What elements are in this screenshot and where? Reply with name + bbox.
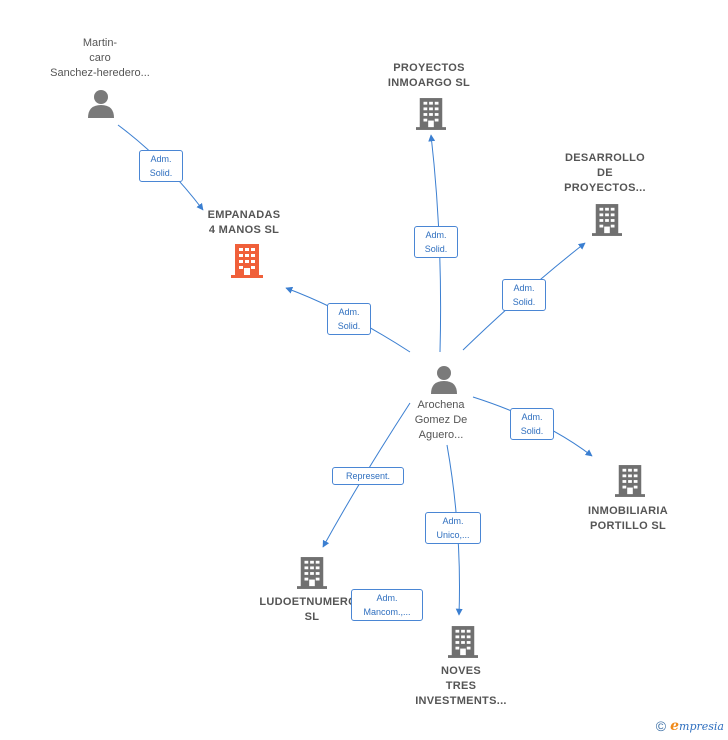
edge-label-arochena-desarrollo[interactable]: Adm.Solid.: [502, 279, 546, 311]
building-icon[interactable]: [416, 97, 446, 131]
company-label-desarrollo[interactable]: DESARROLLO DE PROYECTOS...: [564, 152, 646, 194]
brand-logo: empresia: [670, 718, 724, 734]
building-icon[interactable]: [231, 244, 263, 278]
person-icon[interactable]: [429, 364, 459, 394]
copyright-watermark: ©empresia: [656, 718, 724, 734]
person-label-martin[interactable]: Martin- caro Sanchez-heredero...: [50, 37, 150, 79]
edge-label-arochena-proyectos[interactable]: Adm.Solid.: [414, 226, 458, 258]
copyright-icon: ©: [655, 718, 667, 734]
company-label-proyectos-inmoargo[interactable]: PROYECTOS INMOARGO SL: [387, 62, 471, 89]
building-icon[interactable]: [615, 464, 645, 498]
person-label-arochena[interactable]: Arochena Gomez De Aguero...: [414, 399, 468, 441]
company-label-ludoetnumeros[interactable]: LUDOETNUMEROS SL: [259, 596, 365, 623]
edge-label-arochena-inmobiliaria[interactable]: Adm.Solid.: [510, 408, 554, 440]
company-label-inmobiliaria[interactable]: INMOBILIARIA PORTILLO SL: [588, 505, 668, 532]
edge-label-martin-empanadas[interactable]: Adm.Solid.: [139, 150, 183, 182]
company-label-empanadas[interactable]: EMPANADAS 4 MANOS SL: [207, 209, 281, 236]
building-icon[interactable]: [592, 203, 622, 237]
edge-label-mancom[interactable]: Adm.Mancom.,...: [351, 589, 423, 621]
building-icon[interactable]: [297, 556, 327, 590]
person-icon[interactable]: [86, 88, 116, 118]
edge-label-arochena-empanadas[interactable]: Adm.Solid.: [327, 303, 371, 335]
edge-label-arochena-noves[interactable]: Adm.Unico,...: [425, 512, 481, 544]
company-label-noves[interactable]: NOVES TRES INVESTMENTS...: [415, 665, 507, 707]
building-icon[interactable]: [448, 625, 478, 659]
edge-label-arochena-ludoetnumeros[interactable]: Represent.: [332, 467, 404, 485]
